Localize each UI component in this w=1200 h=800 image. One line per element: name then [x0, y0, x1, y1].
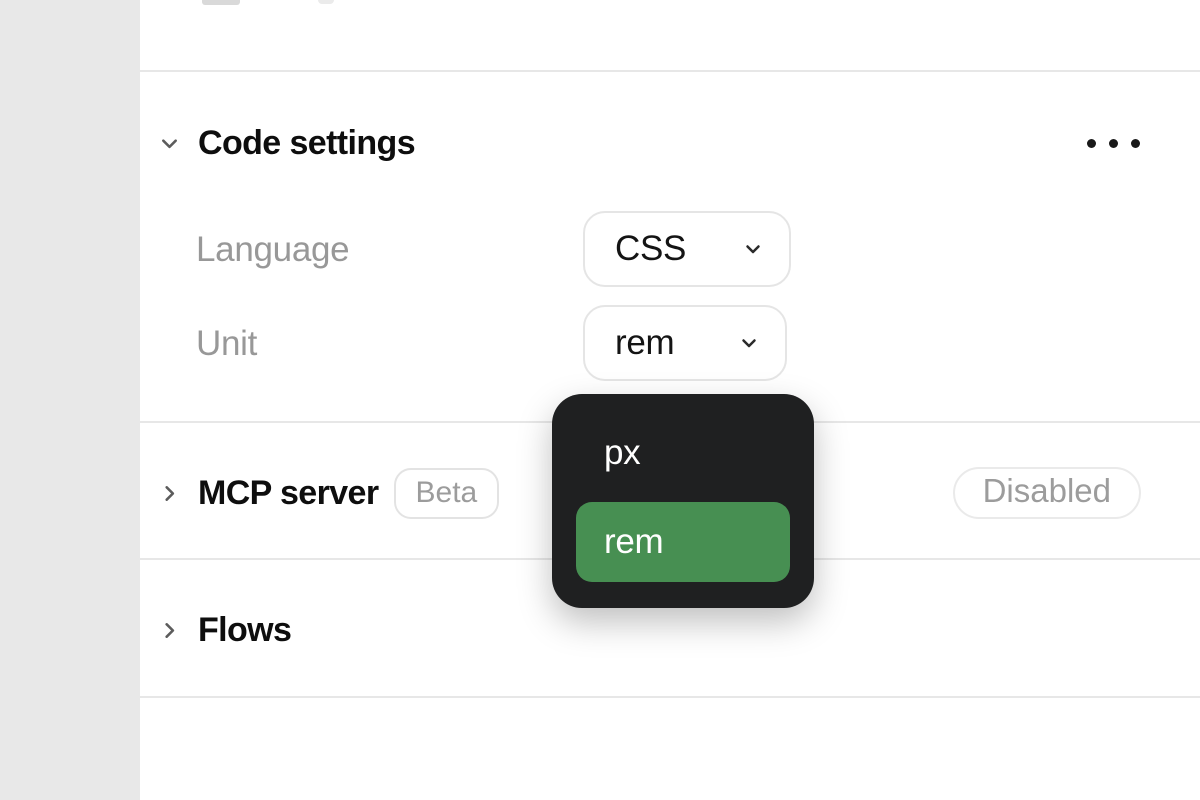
clipped-toolbar-icon	[202, 0, 240, 5]
ellipsis-icon	[1131, 138, 1140, 148]
language-select-value: CSS	[615, 229, 687, 268]
more-options-button[interactable]	[1085, 133, 1142, 154]
beta-badge: Beta	[393, 467, 500, 519]
chevron-down-icon	[742, 339, 756, 348]
language-select[interactable]: CSS	[583, 211, 791, 287]
section-divider	[140, 696, 1200, 698]
ellipsis-icon	[1087, 138, 1096, 148]
menu-option-rem[interactable]: rem	[576, 502, 790, 582]
section-title: MCP server	[198, 473, 379, 512]
section-header-flows[interactable]: Flows	[140, 603, 1200, 657]
section-title: Code settings	[198, 123, 416, 162]
unit-select-value: rem	[615, 323, 675, 362]
unit-select[interactable]: rem	[583, 305, 787, 381]
section-header-code-settings[interactable]: Code settings	[140, 116, 1200, 170]
chevron-right-icon[interactable]	[156, 617, 183, 644]
unit-label: Unit	[196, 324, 258, 363]
chevron-down-icon	[746, 245, 760, 254]
section-header-mcp-server[interactable]: MCP server Beta Disabled	[140, 466, 1200, 520]
ellipsis-icon	[1109, 138, 1118, 148]
language-label: Language	[196, 230, 350, 269]
menu-option-px[interactable]: px	[604, 433, 641, 472]
canvas-gutter	[0, 0, 140, 800]
section-divider	[140, 70, 1200, 72]
chevron-right-icon[interactable]	[156, 480, 183, 507]
clipped-toolbar-icon	[318, 0, 334, 4]
section-title: Flows	[198, 610, 292, 649]
unit-dropdown-menu: px rem	[552, 394, 814, 608]
status-badge: Disabled	[952, 466, 1141, 520]
chevron-down-icon[interactable]	[156, 130, 183, 157]
